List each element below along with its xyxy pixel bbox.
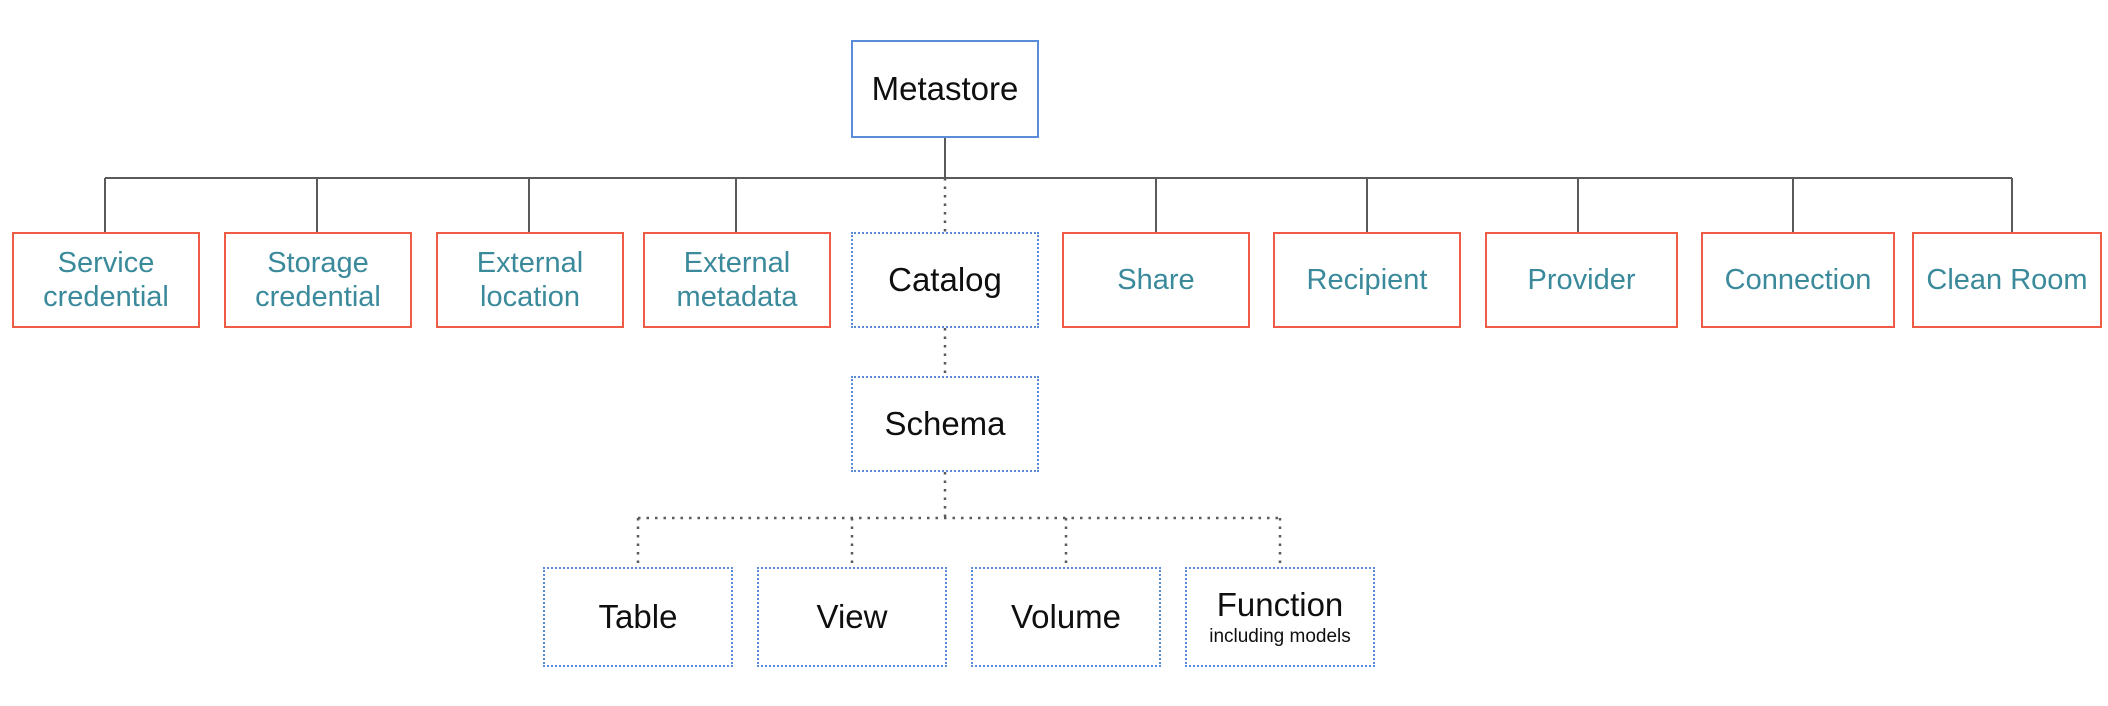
- node-table[interactable]: Table: [543, 567, 733, 667]
- node-label-function: Function: [1216, 585, 1344, 623]
- node-label-metastore: Metastore: [871, 69, 1019, 107]
- node-external-metadata[interactable]: External metadata: [643, 232, 831, 328]
- node-storage-credential[interactable]: Storage credential: [224, 232, 412, 328]
- node-label-service-credential: Service credential: [43, 246, 169, 313]
- node-sublabel-function: including models: [1209, 625, 1351, 647]
- node-clean-room[interactable]: Clean Room: [1912, 232, 2102, 328]
- node-label-catalog: Catalog: [888, 260, 1002, 298]
- node-label-share: Share: [1117, 263, 1195, 296]
- node-label-connection: Connection: [1724, 263, 1872, 296]
- node-label-view: View: [816, 597, 888, 635]
- node-label-schema: Schema: [884, 404, 1006, 442]
- node-service-credential[interactable]: Service credential: [12, 232, 200, 328]
- node-external-location[interactable]: External location: [436, 232, 624, 328]
- node-view[interactable]: View: [757, 567, 947, 667]
- node-label-provider: Provider: [1527, 263, 1636, 296]
- node-label-recipient: Recipient: [1306, 263, 1428, 296]
- node-metastore[interactable]: Metastore: [851, 40, 1039, 138]
- node-label-clean-room: Clean Room: [1926, 263, 2088, 296]
- node-label-table: Table: [598, 597, 678, 635]
- node-volume[interactable]: Volume: [971, 567, 1161, 667]
- node-label-storage-credential: Storage credential: [255, 246, 381, 313]
- node-catalog[interactable]: Catalog: [851, 232, 1039, 328]
- node-label-external-location: External location: [476, 246, 584, 313]
- node-connection[interactable]: Connection: [1701, 232, 1895, 328]
- node-share[interactable]: Share: [1062, 232, 1250, 328]
- node-provider[interactable]: Provider: [1485, 232, 1678, 328]
- node-label-external-metadata: External metadata: [676, 246, 798, 313]
- node-recipient[interactable]: Recipient: [1273, 232, 1461, 328]
- node-schema[interactable]: Schema: [851, 376, 1039, 472]
- node-label-volume: Volume: [1010, 597, 1122, 635]
